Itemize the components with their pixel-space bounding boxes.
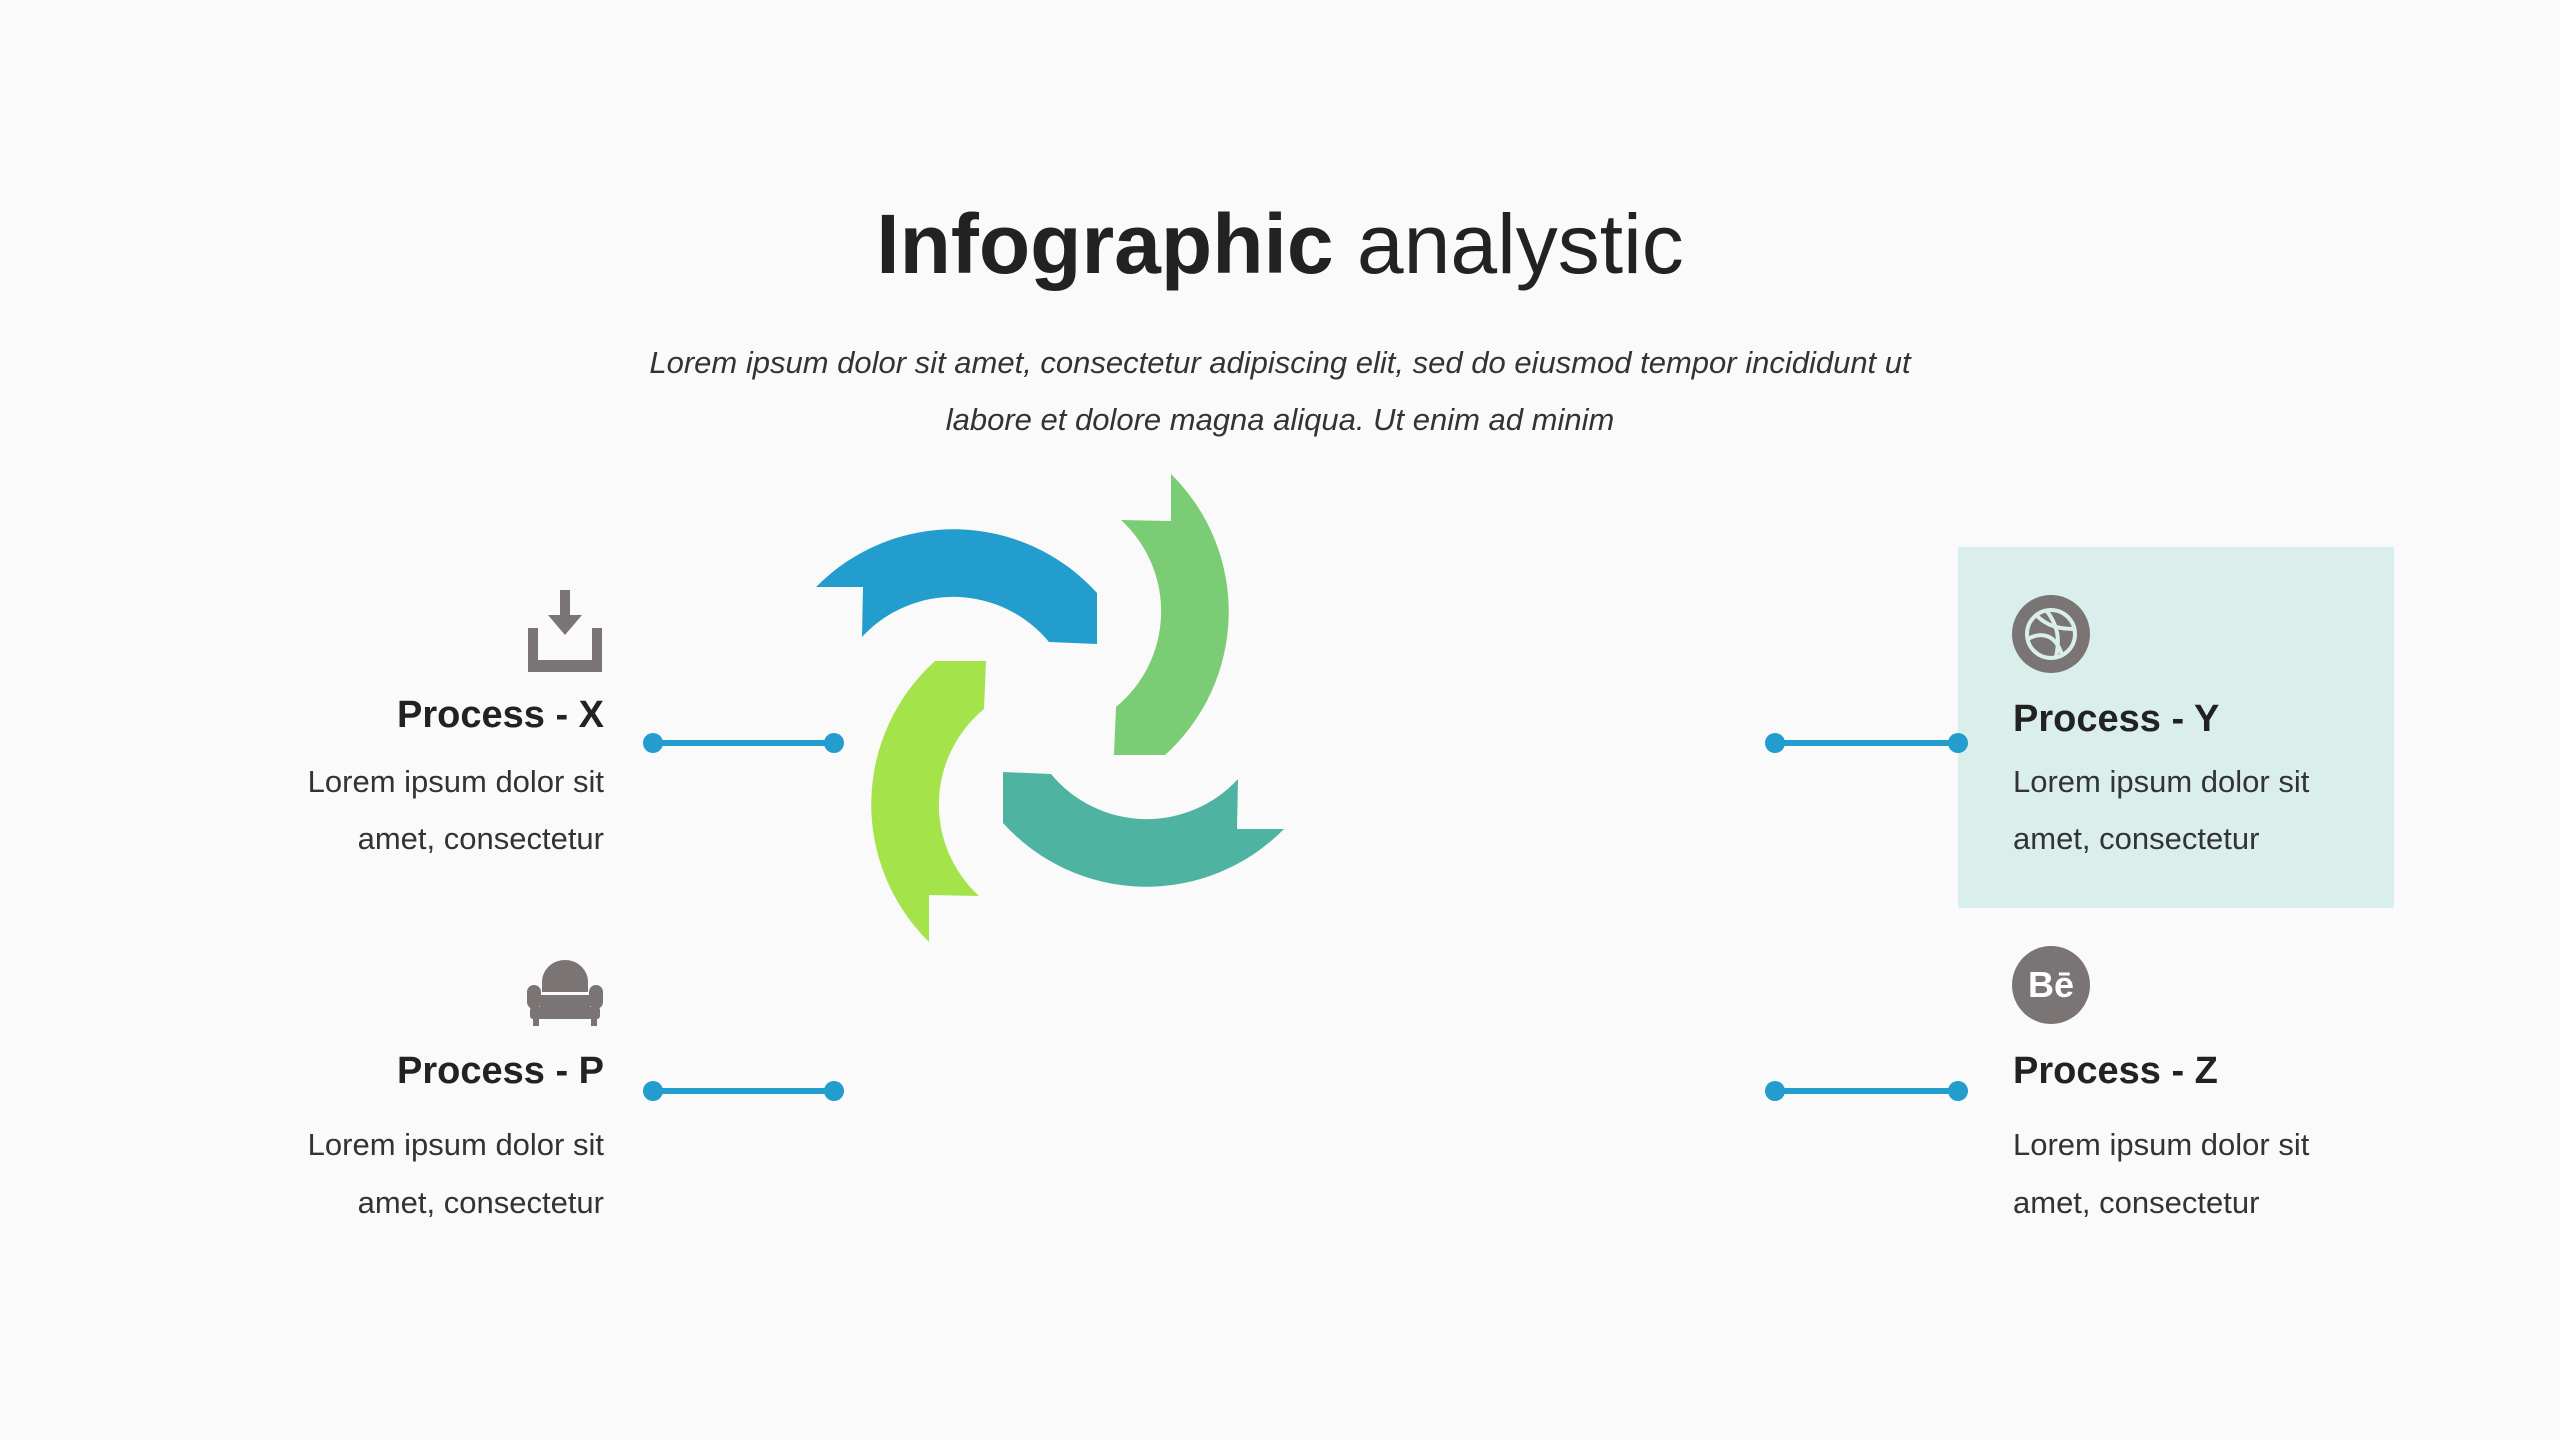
process-y-desc-2: amet, consectetur xyxy=(2013,821,2260,856)
page-title: Infographic analystic xyxy=(0,196,2560,293)
arrow-segment-teal xyxy=(1003,772,1284,887)
process-y-title: Process - Y xyxy=(2013,698,2220,740)
title-bold: Infographic xyxy=(876,197,1334,291)
process-z-desc-1: Lorem ipsum dolor sit xyxy=(2013,1127,2310,1162)
process-p-desc-1: Lorem ipsum dolor sit xyxy=(307,1127,604,1162)
process-y-desc-1: Lorem ipsum dolor sit xyxy=(2013,764,2310,799)
subtitle-line-1: Lorem ipsum dolor sit amet, consectetur … xyxy=(649,345,1911,380)
process-p-desc-2: amet, consectetur xyxy=(357,1185,604,1220)
title-light: analystic xyxy=(1356,197,1684,291)
connector-z xyxy=(1765,1081,1968,1101)
dribbble-icon xyxy=(2012,595,2090,673)
process-x-desc-1: Lorem ipsum dolor sit xyxy=(307,764,604,799)
arrow-segment-lime xyxy=(871,661,986,942)
process-z-title: Process - Z xyxy=(2013,1050,2218,1092)
process-z-desc-2: amet, consectetur xyxy=(2013,1185,2260,1220)
process-x-title: Process - X xyxy=(397,694,604,736)
behance-icon: Bē xyxy=(2012,946,2090,1024)
arrow-segment-green xyxy=(1114,474,1229,755)
connector-p xyxy=(643,1081,844,1101)
subtitle-line-2: labore et dolore magna aliqua. Ut enim a… xyxy=(945,402,1615,437)
process-x-desc-2: amet, consectetur xyxy=(357,821,604,856)
arrow-segment-blue xyxy=(816,529,1097,644)
connector-x xyxy=(643,733,844,753)
connector-y xyxy=(1765,733,1968,753)
download-tray-icon xyxy=(528,590,602,672)
armchair-icon xyxy=(527,960,603,1026)
process-p-title: Process - P xyxy=(397,1050,604,1092)
